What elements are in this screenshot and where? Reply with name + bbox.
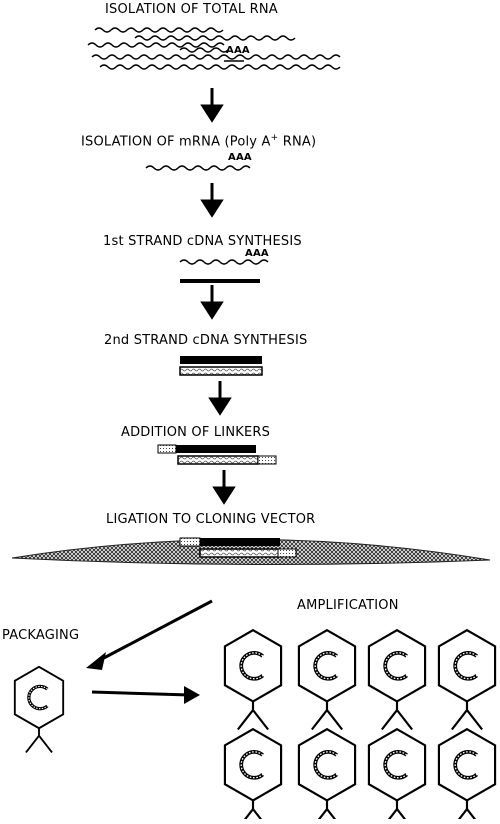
- step-total-rna-label: ISOLATION OF TOTAL RNA: [105, 2, 278, 17]
- step-mrna-label: ISOLATION OF mRNA (Poly A+ RNA): [81, 133, 316, 149]
- arrow-to-amplification: [91, 690, 191, 697]
- total-rna-strands: [87, 27, 341, 70]
- flow-arrows: [200, 88, 236, 505]
- linker-left: [157, 444, 177, 454]
- step-amplification-label: AMPLIFICATION: [297, 598, 399, 613]
- first-strand-mrna: [179, 259, 269, 265]
- linked-strand-bottom: [177, 455, 259, 465]
- step-packaging-label: PACKAGING: [2, 628, 80, 643]
- insert-linker-left: [179, 537, 201, 547]
- linked-strand-top: [176, 445, 256, 453]
- second-strand-bottom: [179, 366, 263, 376]
- step-second-strand-label: 2nd STRAND cDNA SYNTHESIS: [104, 333, 308, 348]
- polya-label-mrna: AAA: [228, 152, 252, 163]
- mrna-label-tail: RNA): [278, 134, 317, 150]
- amplified-phages: [222, 628, 498, 824]
- first-strand-cdna: [180, 279, 260, 283]
- packaged-phage: [13, 665, 65, 755]
- step-linkers-label: ADDITION OF LINKERS: [121, 425, 271, 440]
- insert-linker-right: [277, 548, 297, 558]
- arrow-to-packaging: [99, 599, 213, 662]
- linker-right: [257, 455, 277, 465]
- step-ligation-label: LIGATION TO CLONING VECTOR: [106, 512, 316, 527]
- mrna-strand: [145, 165, 251, 171]
- polya-label-first: AAA: [245, 248, 269, 259]
- mrna-label-main: ISOLATION OF mRNA (Poly A: [81, 134, 271, 150]
- mrna-label-sup: +: [270, 133, 279, 143]
- insert-bottom: [199, 548, 281, 558]
- second-strand-top: [180, 356, 262, 364]
- step-first-strand-label: 1st STRAND cDNA SYNTHESIS: [103, 234, 302, 249]
- insert-top: [200, 538, 280, 546]
- polya-label-total: AAA: [226, 45, 250, 56]
